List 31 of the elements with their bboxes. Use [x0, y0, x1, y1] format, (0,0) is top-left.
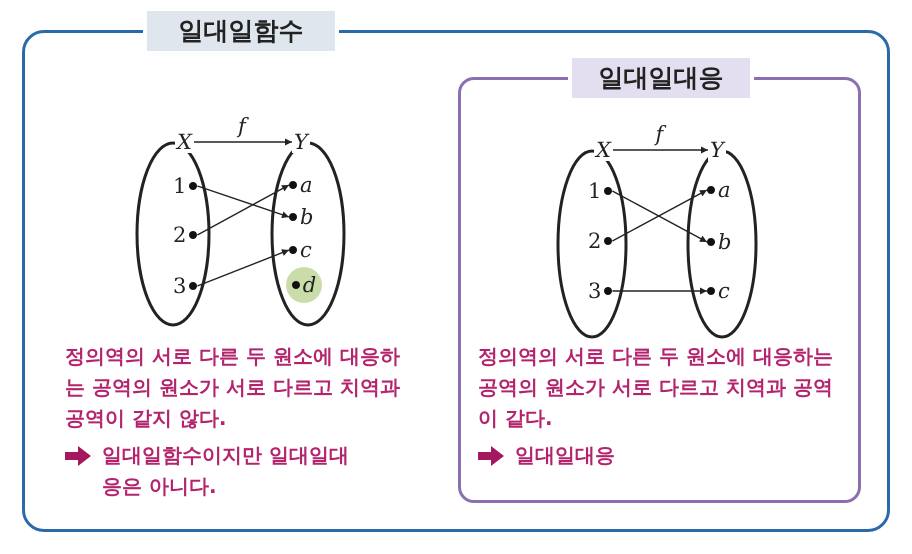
- set-label: Y: [292, 131, 310, 153]
- arrow: [612, 288, 707, 294]
- element-point: 3: [588, 279, 612, 303]
- element-point: b: [289, 205, 314, 229]
- element-point: b: [707, 230, 732, 254]
- element-point: 3: [173, 274, 198, 298]
- title-tab: 일대일함수: [143, 11, 339, 51]
- element-point: 1: [173, 174, 198, 198]
- title-tab: 일대일대응: [568, 58, 754, 98]
- set-label: Y: [708, 139, 726, 161]
- element-point: c: [289, 238, 312, 262]
- element-point: 2: [173, 223, 198, 247]
- conclusion-text: 일대일대응: [515, 442, 616, 469]
- set-label: X: [175, 131, 194, 153]
- arrow: [197, 249, 290, 287]
- element-point: 1: [588, 179, 612, 203]
- element-point: 2: [588, 229, 612, 253]
- description-text: 정의역의 서로 다른 두 원소에 대응하는 공역의 원소가 서로 다르고 치역과 공역이 같다.: [478, 343, 834, 432]
- edge-label: f: [236, 115, 247, 137]
- element-point: c: [707, 279, 730, 303]
- element-point: a: [289, 173, 313, 197]
- arrow: [194, 138, 292, 146]
- description-text: 정의역의 서로 다른 두 원소에 대응하는 공역의 원소가 서로 다르고 치역과 공역이 같지 않다.: [65, 343, 401, 432]
- element-point: d: [286, 267, 322, 303]
- arrow: [197, 184, 290, 236]
- set-label: X: [594, 139, 613, 161]
- arrow: [612, 146, 708, 154]
- edge-label: f: [654, 123, 664, 145]
- conclusion-text: 일대일함수이지만 일대일대응은 아니다.: [102, 442, 350, 500]
- arrow: [197, 185, 290, 218]
- element-point: a: [707, 178, 731, 202]
